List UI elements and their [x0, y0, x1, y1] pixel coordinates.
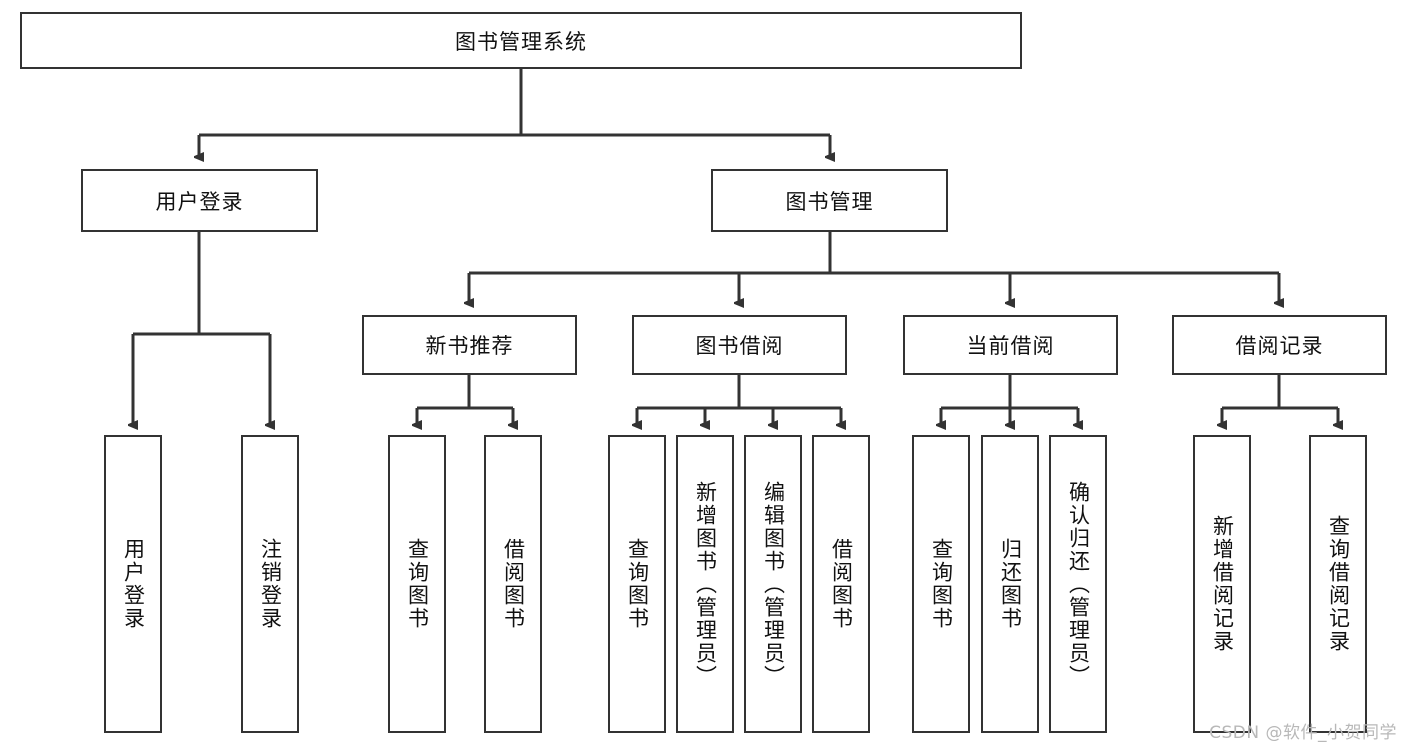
node-book-management-label: 图书管理	[785, 189, 874, 214]
node-new-book-recommend: 新书推荐	[362, 315, 577, 375]
leaf-user-login: 用户登录	[104, 435, 162, 733]
node-user-login-label: 用户登录	[155, 189, 244, 214]
node-current-borrow: 当前借阅	[903, 315, 1118, 375]
leaf-cb-return-book: 归还图书	[981, 435, 1039, 733]
leaf-bb-add-book-label: 新增图书（管理员）	[693, 480, 718, 688]
leaf-logout-label: 注销登录	[258, 538, 283, 630]
leaf-nb-borrow-book: 借阅图书	[484, 435, 542, 733]
leaf-bb-edit-book: 编辑图书（管理员）	[744, 435, 802, 733]
leaf-br-query-record-label: 查询借阅记录	[1326, 515, 1351, 653]
node-current-borrow-label: 当前借阅	[966, 334, 1055, 358]
leaf-user-login-label: 用户登录	[121, 538, 146, 630]
node-root-label: 图书管理系统	[455, 29, 587, 54]
leaf-br-add-record: 新增借阅记录	[1193, 435, 1251, 733]
leaf-nb-borrow-book-label: 借阅图书	[501, 538, 526, 630]
node-book-borrow-label: 图书借阅	[695, 334, 784, 358]
leaf-bb-query-book-label: 查询图书	[625, 538, 650, 630]
leaf-bb-borrow-book: 借阅图书	[812, 435, 870, 733]
node-new-book-recommend-label: 新书推荐	[425, 334, 514, 358]
leaf-bb-query-book: 查询图书	[608, 435, 666, 733]
leaf-nb-query-book-label: 查询图书	[405, 538, 430, 630]
leaf-br-add-record-label: 新增借阅记录	[1210, 515, 1235, 653]
node-root: 图书管理系统	[20, 12, 1022, 69]
leaf-br-query-record: 查询借阅记录	[1309, 435, 1367, 733]
node-borrow-record: 借阅记录	[1172, 315, 1387, 375]
leaf-cb-query-book-label: 查询图书	[929, 538, 954, 630]
leaf-cb-query-book: 查询图书	[912, 435, 970, 733]
leaf-cb-confirm-return-label: 确认归还（管理员）	[1066, 480, 1091, 688]
node-book-borrow: 图书借阅	[632, 315, 847, 375]
leaf-cb-confirm-return: 确认归还（管理员）	[1049, 435, 1107, 733]
leaf-bb-edit-book-label: 编辑图书（管理员）	[761, 480, 786, 688]
node-user-login: 用户登录	[81, 169, 318, 232]
leaf-nb-query-book: 查询图书	[388, 435, 446, 733]
node-borrow-record-label: 借阅记录	[1235, 334, 1324, 358]
leaf-bb-add-book: 新增图书（管理员）	[676, 435, 734, 733]
node-book-management: 图书管理	[711, 169, 948, 232]
leaf-cb-return-book-label: 归还图书	[998, 538, 1023, 630]
leaf-logout: 注销登录	[241, 435, 299, 733]
leaf-bb-borrow-book-label: 借阅图书	[829, 538, 854, 630]
